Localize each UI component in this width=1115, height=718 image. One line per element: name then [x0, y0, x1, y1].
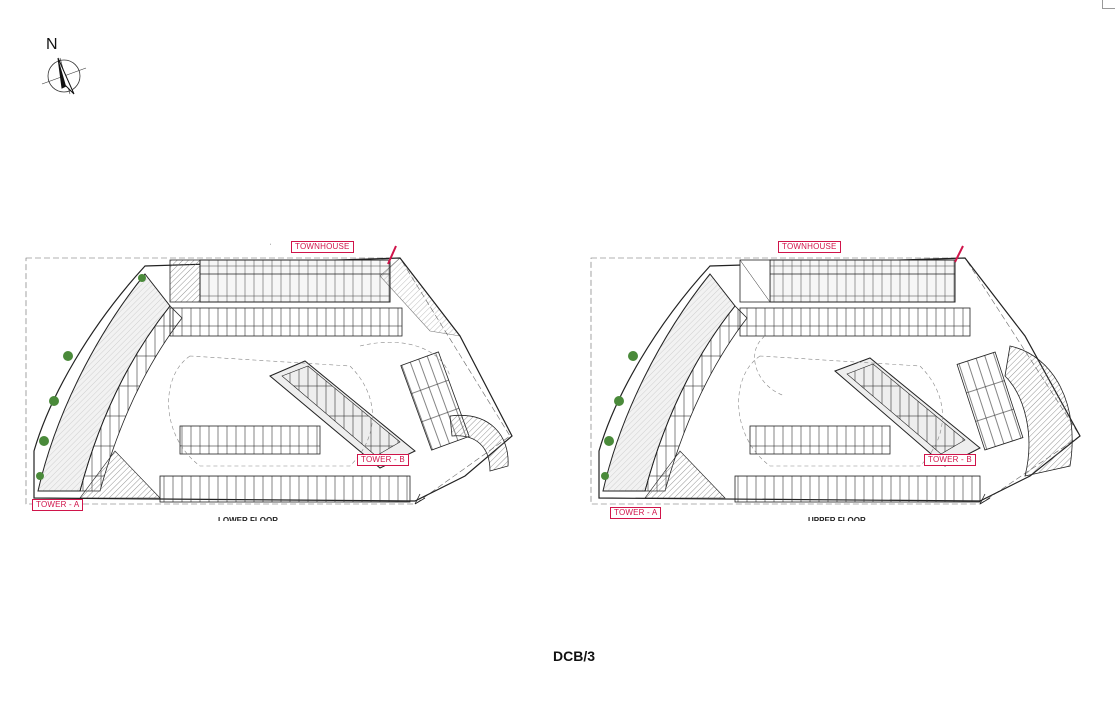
- north-label: N: [46, 36, 58, 53]
- sheet-number: DCB/3: [552, 648, 595, 664]
- north-arrow-icon: [41, 57, 87, 95]
- north-arrow: N: [38, 36, 90, 100]
- page-corner-mark: [1102, 0, 1115, 9]
- floor-plan-drawing: [590, 245, 1081, 505]
- tower-b-label: TOWER - B: [357, 454, 409, 466]
- townhouse-label: TOWNHOUSE: [291, 241, 354, 253]
- floor-plan-upper: TOWNHOUSE TOWER - A TOWER - B UPPER FLOO…: [585, 236, 1085, 522]
- tower-a-label: TOWER - A: [32, 499, 84, 511]
- plan-caption: LOWER FLOOR: [218, 516, 278, 521]
- floor-plan-lower: • TOWNHOUSE TOWER - A TOWER - B LOWER FL…: [20, 236, 520, 522]
- tower-a-label: TOWER - A: [610, 507, 662, 519]
- plan-caption: UPPER FLOOR: [808, 516, 866, 521]
- plan-note: •: [270, 242, 272, 246]
- tower-b-label: TOWER - B: [924, 454, 976, 466]
- townhouse-label: TOWNHOUSE: [778, 241, 841, 253]
- floor-plan-drawing: [25, 245, 513, 505]
